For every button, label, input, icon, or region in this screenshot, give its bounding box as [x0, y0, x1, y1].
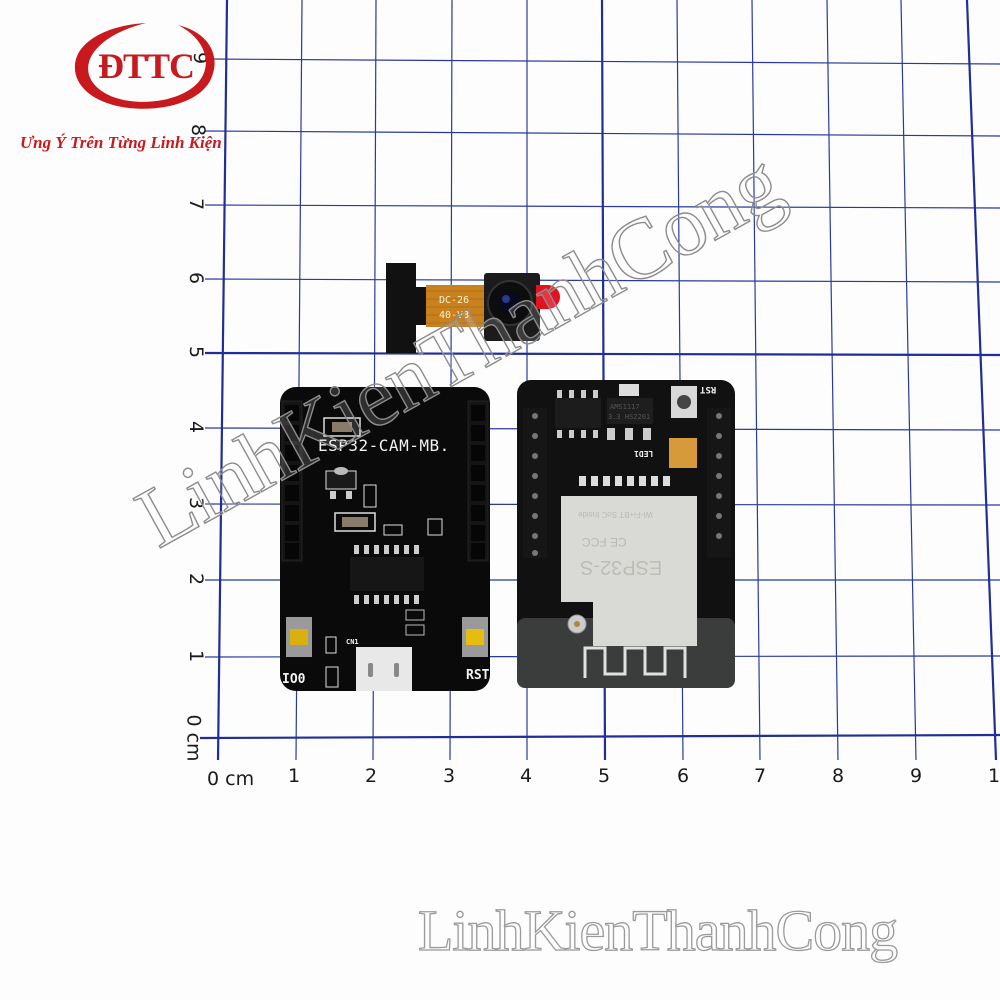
esp32-cam-graphic	[517, 380, 735, 688]
x-tick-3: 3	[443, 765, 456, 787]
y-tick-5: 5	[185, 345, 208, 359]
x-tick-8: 8	[832, 765, 845, 787]
x-tick-7: 7	[754, 765, 767, 787]
watermark-bottom: LinhKienThanhCong	[417, 897, 898, 963]
x-tick-1: 1	[288, 765, 301, 787]
io0-button[interactable]	[282, 618, 306, 654]
micro-usb-port[interactable]	[356, 647, 412, 691]
regulator-text-2: 3.3 HS2201	[608, 413, 651, 421]
x-tick-2: 2	[365, 765, 378, 787]
module-text-2: CE FCC	[582, 535, 627, 549]
y-tick-0: 0 cm	[182, 714, 205, 762]
rst-label: RST	[466, 668, 490, 683]
x-tick-4: 4	[520, 765, 533, 787]
io0-label: IO0	[282, 672, 306, 687]
led-label: LED1	[634, 449, 654, 458]
logo-text: ĐTTC	[98, 46, 195, 86]
rst-button[interactable]	[462, 618, 486, 654]
mb-board-graphic	[280, 387, 490, 691]
camera-module-graphic	[386, 263, 560, 353]
module-text-1: Wi-Fi+BT SoC Inside	[578, 510, 653, 519]
module-name: ESP32-S	[580, 556, 663, 578]
x-tick-6: 6	[677, 765, 690, 787]
cam-rst-label: RST	[700, 384, 717, 394]
y-tick-1: 1	[185, 649, 208, 663]
y-tick-4: 4	[185, 420, 208, 434]
flex-label-1: DC-26	[439, 295, 470, 306]
cam-rst-button[interactable]	[671, 386, 697, 418]
brand-slogan: Ưng Ý Trên Từng Linh Kiện	[20, 133, 222, 152]
x-tick-0: 0 cm	[207, 768, 255, 790]
y-tick-6: 6	[185, 271, 208, 285]
regulator-text-1: AMS1117	[610, 403, 640, 411]
flex-label-2: 40-V3	[439, 310, 470, 321]
x-tick-10: 1	[988, 765, 1000, 787]
y-tick-7: 7	[185, 197, 208, 211]
x-tick-5: 5	[598, 765, 611, 787]
cn1-label: CN1	[346, 638, 359, 646]
y-tick-2: 2	[185, 572, 208, 586]
mb-board-title: ESP32-CAM-MB.	[318, 436, 450, 455]
x-tick-9: 9	[910, 765, 923, 787]
brand-logo: ĐTTC	[60, 15, 230, 115]
